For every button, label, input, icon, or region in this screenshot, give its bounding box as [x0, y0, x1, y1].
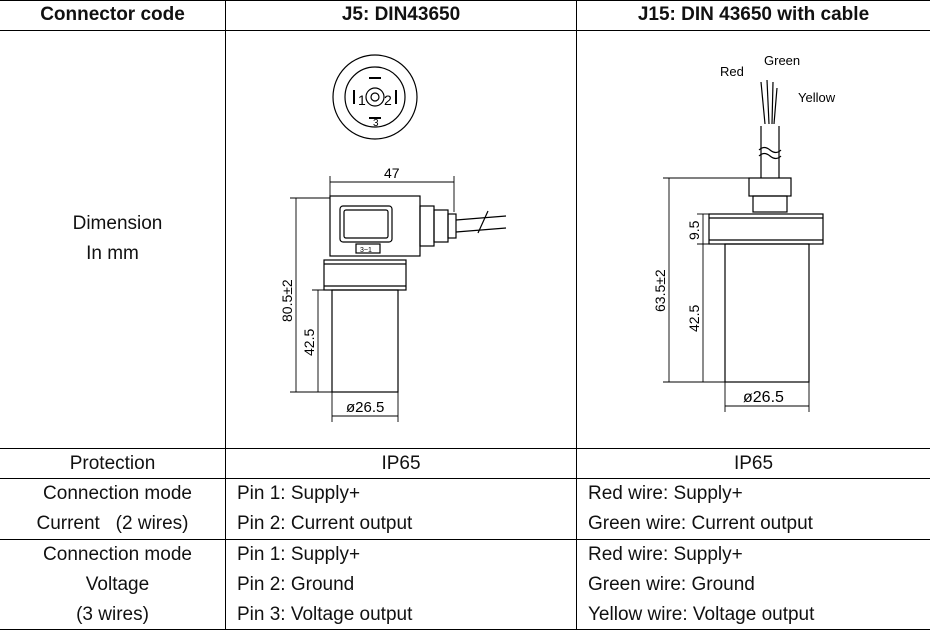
j15-voltage-green: Green wire: Ground [588, 574, 755, 595]
voltage-wires-label: (3 wires) [76, 604, 149, 625]
j5-pin1-label: 1 [358, 92, 366, 108]
j5-tag-label: 3~1 [360, 247, 372, 254]
j5-pin2-label: 2 [384, 92, 392, 108]
j15-dimension-drawing: Red Green Yellow 63.5±2 9.5 42.5 ø26.5 [652, 53, 836, 412]
j5-current-pin1: Pin 1: Supply+ [237, 483, 361, 504]
voltage-label: Voltage [85, 574, 150, 595]
j15-current-green: Green wire: Current output [588, 513, 813, 534]
header-j15: J15: DIN 43650 with cable [637, 4, 870, 25]
voltage-mode-label: Connection mode [43, 544, 192, 565]
header-connector-code: Connector code [40, 4, 185, 25]
j5-body-height-label: 42.5 [301, 329, 317, 356]
protection-row-divider [0, 478, 930, 479]
header-j5: J5: DIN43650 [341, 4, 461, 25]
j15-yellow-wire-label: Yellow [798, 90, 836, 105]
j15-nut-height-label: 9.5 [686, 220, 702, 240]
header-divider [0, 30, 930, 31]
j5-diameter-label: ø26.5 [346, 399, 384, 416]
protection-label: Protection [69, 453, 156, 474]
j5-voltage-pin1: Pin 1: Supply+ [237, 544, 361, 565]
table-border-bottom [0, 629, 930, 630]
j15-current-red: Red wire: Supply+ [588, 483, 743, 504]
j5-voltage-pin3: Pin 3: Voltage output [237, 604, 413, 625]
column-divider-2 [576, 0, 577, 630]
j15-body-height-label: 42.5 [686, 305, 702, 332]
j15-red-wire-label: Red [720, 64, 744, 79]
j5-current-pin2: Pin 2: Current output [237, 513, 413, 534]
table-border-top [0, 0, 930, 1]
j15-voltage-red: Red wire: Supply+ [588, 544, 743, 565]
j15-voltage-yellow: Yellow wire: Voltage output [588, 604, 815, 625]
j15-protection-value: IP65 [733, 453, 774, 474]
dimension-row-divider [0, 448, 930, 449]
current-row-divider [0, 539, 930, 540]
j15-total-height-label: 63.5±2 [652, 269, 668, 312]
j15-diameter-label: ø26.5 [743, 389, 784, 406]
j5-protection-value: IP65 [381, 453, 421, 474]
j15-green-wire-label: Green [764, 53, 800, 68]
dimension-unit-label: In mm [86, 243, 139, 264]
current-mode-label: Connection mode [43, 483, 192, 504]
dimension-label: Dimension [72, 213, 163, 234]
current-wires-label: Current (2 wires) [36, 513, 189, 534]
column-divider-1 [225, 0, 226, 630]
j5-voltage-pin2: Pin 2: Ground [237, 574, 355, 595]
j5-total-height-label: 80.5±2 [279, 279, 295, 322]
j5-dimension-drawing: 1 2 3 3~1 47 80.5±2 42.5 ø26.5 [279, 54, 507, 422]
j5-pin3-label: 3 [373, 118, 379, 129]
j5-width-label: 47 [384, 165, 400, 181]
